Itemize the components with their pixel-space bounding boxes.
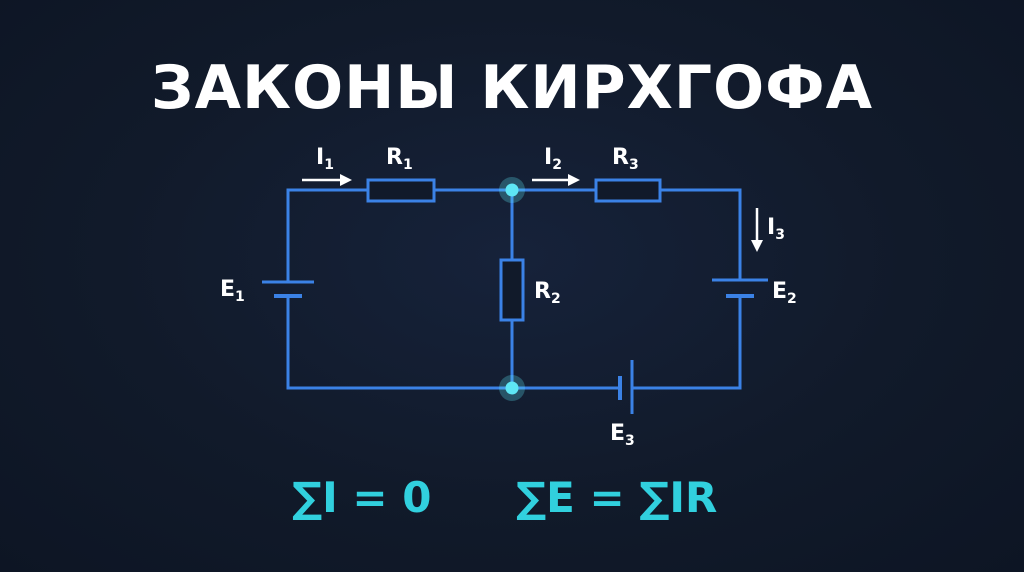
label-r3: R3 (612, 145, 639, 173)
wire-right-bottom (630, 294, 742, 390)
label-i2: I2 (544, 145, 562, 173)
label-r2: R2 (534, 279, 561, 307)
label-e1: E1 (220, 277, 245, 305)
battery-e2 (712, 278, 768, 298)
label-i3: I3 (767, 215, 785, 243)
resistor-r2 (499, 258, 525, 322)
label-e2: E2 (772, 279, 797, 307)
label-r1: R1 (386, 145, 413, 173)
label-i1: I1 (316, 145, 334, 173)
arrow-i1 (302, 174, 352, 186)
battery-e1 (262, 280, 314, 298)
junction-top (505, 183, 519, 197)
resistor-r1 (366, 178, 436, 203)
wire-right-top (658, 188, 742, 282)
label-e3: E3 (610, 421, 635, 449)
formula-kirchhoff-current: ∑I = 0 (292, 473, 432, 522)
wire-left-top (286, 188, 370, 284)
battery-e3 (618, 360, 634, 414)
junction-bottom (505, 381, 519, 395)
page-title: ЗАКОНЫ КИРХГОФА (150, 53, 874, 123)
wire-left-bottom (286, 294, 514, 390)
arrow-i3 (751, 208, 763, 252)
formula-kirchhoff-voltage: ∑E = ∑IR (516, 473, 718, 522)
arrow-i2 (532, 174, 580, 186)
resistor-r3 (594, 178, 662, 203)
